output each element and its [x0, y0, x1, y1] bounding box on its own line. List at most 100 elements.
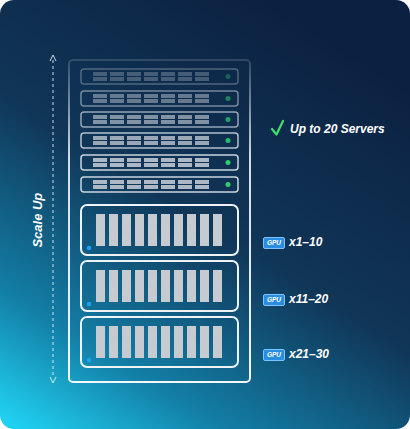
drive-bay [127, 163, 141, 167]
drive-bay [195, 185, 209, 189]
drive-bay [127, 94, 141, 98]
drive-bay [195, 136, 209, 140]
unit-outline [81, 177, 238, 192]
gpu-servers [81, 205, 238, 367]
gpu-card [148, 270, 157, 302]
drive-bay [195, 120, 209, 124]
arrow-head [50, 377, 56, 383]
gpu-server [81, 205, 238, 255]
power-led [87, 246, 91, 250]
drive-bay [93, 99, 107, 103]
drive-bay [93, 180, 107, 184]
gpu-card [122, 214, 131, 246]
drive-bay [144, 141, 158, 145]
drive-bay [144, 77, 158, 81]
gpu-card [135, 270, 144, 302]
drive-bay [178, 163, 192, 167]
gpu-card [148, 214, 157, 246]
gpu-card [96, 326, 105, 358]
drive-bay [93, 94, 107, 98]
drive-bay [110, 163, 124, 167]
drive-bay [93, 185, 107, 189]
gpu-server [81, 261, 238, 311]
gpu-card [200, 326, 209, 358]
drive-bay [161, 77, 175, 81]
drive-bay [127, 136, 141, 140]
drive-bay [110, 99, 124, 103]
power-led [87, 358, 91, 362]
server-unit [81, 177, 238, 192]
gpu-card [187, 214, 196, 246]
server-unit [81, 91, 238, 106]
drive-bay [127, 185, 141, 189]
status-led [226, 160, 231, 165]
status-led [226, 138, 231, 143]
drive-bay [144, 158, 158, 162]
status-led [226, 74, 231, 79]
gpu-card [122, 270, 131, 302]
drive-bay [127, 99, 141, 103]
drive-bay [195, 158, 209, 162]
gpu-range: x21–30 [289, 348, 329, 361]
gpu-text: GPU [267, 352, 281, 359]
drive-bay [178, 72, 192, 76]
capacity-note: Up to 20 Servers [290, 123, 385, 136]
gpu-card [200, 270, 209, 302]
drive-bay [178, 158, 192, 162]
drive-bay [195, 77, 209, 81]
server-unit [81, 155, 238, 170]
drive-bay [161, 158, 175, 162]
gpu-card [109, 270, 118, 302]
gpu-card [187, 326, 196, 358]
drive-bay [110, 115, 124, 119]
unit-outline [81, 91, 238, 106]
axis-label: Scale Up [31, 193, 45, 248]
drive-bay [178, 115, 192, 119]
gpu-badge: GPU [263, 294, 285, 306]
drive-bay [110, 158, 124, 162]
gpu-range: x1–10 [289, 236, 322, 249]
drive-bay [195, 141, 209, 145]
drive-bay [178, 77, 192, 81]
unit-outline [81, 69, 238, 84]
gpu-card [200, 214, 209, 246]
scale-arrow-line [53, 60, 54, 378]
drive-bay [110, 180, 124, 184]
drive-bay [195, 115, 209, 119]
gpu-card [135, 214, 144, 246]
drive-bay [110, 94, 124, 98]
drive-bay [195, 99, 209, 103]
gpu-card [109, 326, 118, 358]
drive-bay [127, 158, 141, 162]
drive-bay [144, 115, 158, 119]
gpu-card [96, 270, 105, 302]
unit-outline [81, 133, 238, 148]
drive-bay [195, 163, 209, 167]
drive-bay [161, 120, 175, 124]
drive-bay [110, 120, 124, 124]
status-led [226, 182, 231, 187]
status-led [226, 96, 231, 101]
drive-bay [93, 115, 107, 119]
status-led [226, 117, 231, 122]
drive-bay [178, 120, 192, 124]
drive-bay [93, 136, 107, 140]
drive-bay [144, 163, 158, 167]
drive-bay [127, 72, 141, 76]
gpu-card [174, 326, 183, 358]
drive-bay [127, 115, 141, 119]
drive-bay [127, 77, 141, 81]
gpu-card [161, 214, 170, 246]
drive-bay [110, 136, 124, 140]
drive-bay [161, 72, 175, 76]
server-unit [81, 69, 238, 84]
drive-bay [161, 141, 175, 145]
gpu-text: GPU [267, 297, 281, 304]
gpu-server-outline [81, 205, 238, 255]
gpu-card [161, 270, 170, 302]
gpu-card [161, 326, 170, 358]
drive-bay [127, 180, 141, 184]
gpu-text: GPU [267, 240, 281, 247]
